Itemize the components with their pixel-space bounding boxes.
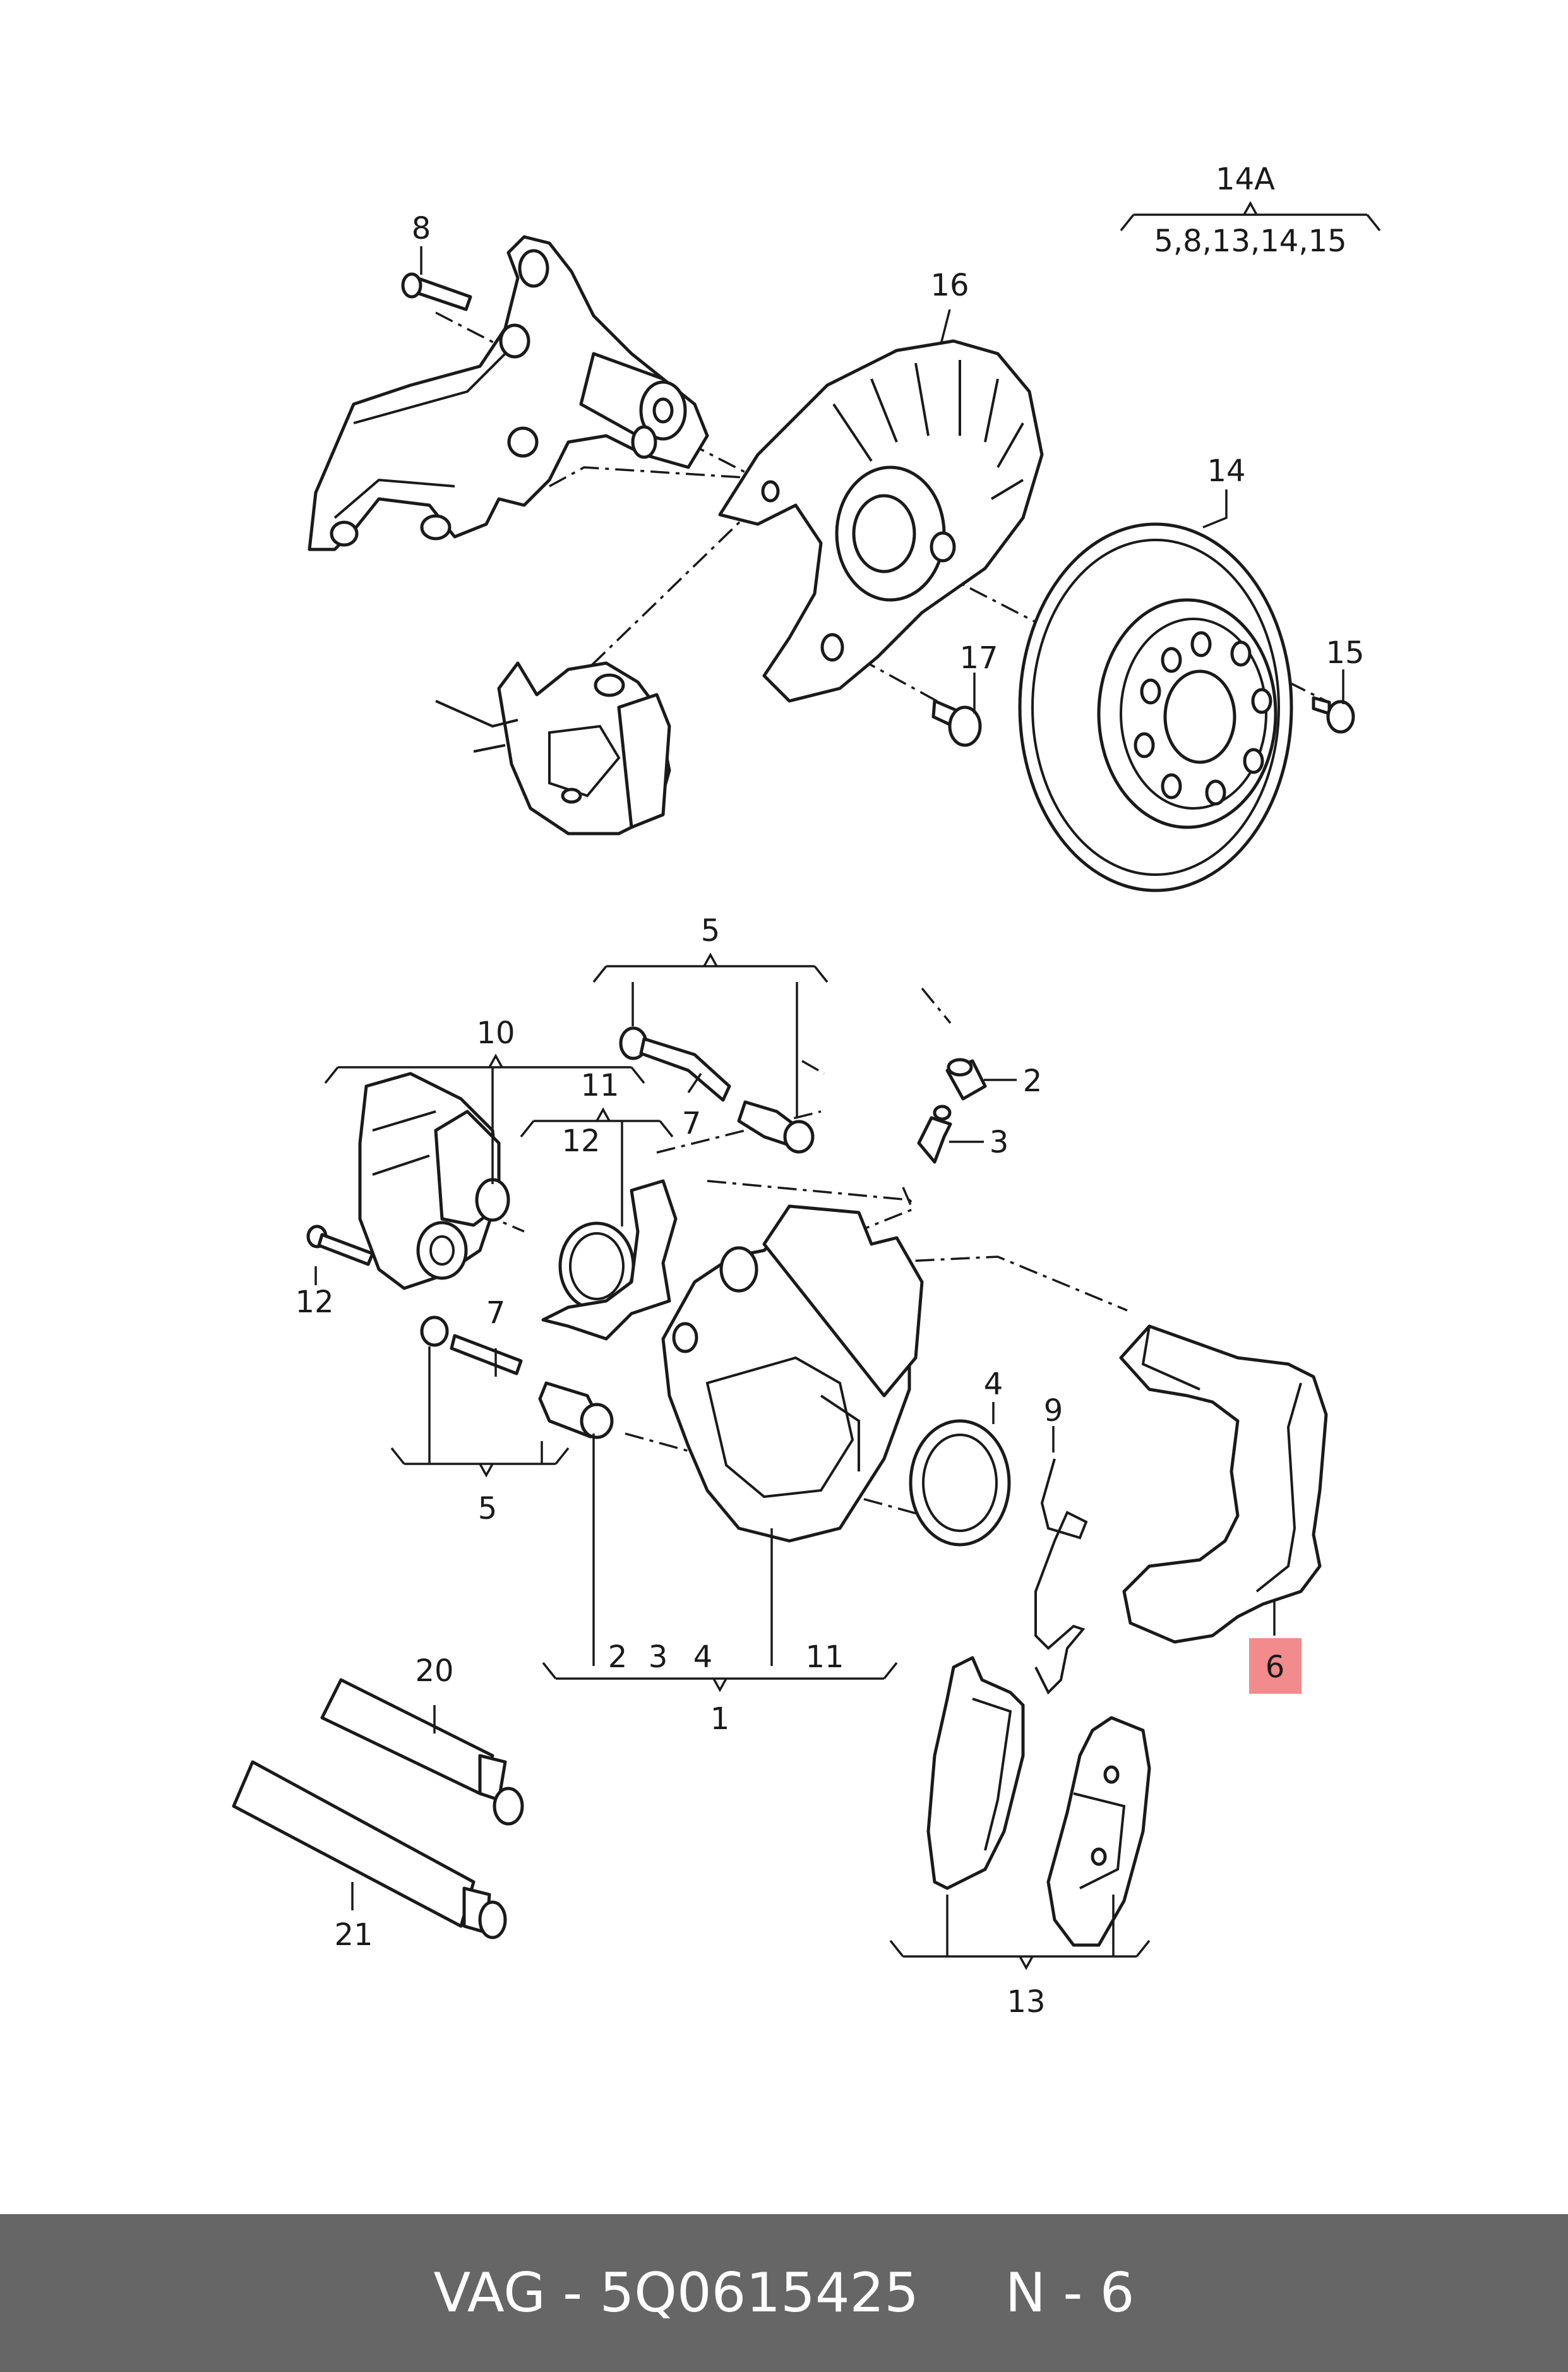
callout-5-bottom: 5 xyxy=(478,1491,498,1526)
callout-labels: 14A 5,8,13,14,15 8 16 14 15 17 5 10 11 1… xyxy=(295,162,1364,2020)
guide-pin-kit-bottom xyxy=(420,1315,614,1439)
callout-21: 21 xyxy=(334,1917,373,1953)
callout-1-sub-11: 11 xyxy=(805,1639,844,1675)
callout-9: 9 xyxy=(1044,1393,1063,1429)
callout-14a-title: 14A xyxy=(1216,162,1275,197)
brand-label: VAG xyxy=(433,2261,546,2325)
anti-rattle-spring-9 xyxy=(1034,1458,1088,1695)
grease-tube-21 xyxy=(232,1760,507,1939)
callout-7-mid: 7 xyxy=(486,1295,506,1331)
callout-12-left: 12 xyxy=(295,1285,333,1320)
bolt-8 xyxy=(401,272,472,311)
wheel-bearing-housing xyxy=(308,235,709,551)
callout-1-sub-4: 4 xyxy=(693,1639,713,1675)
brake-pad-set xyxy=(926,1656,1151,1947)
callout-6-highlight xyxy=(1249,1638,1302,1694)
guide-pin-kit-top xyxy=(619,1026,815,1154)
callout-20: 20 xyxy=(415,1653,453,1689)
callout-13: 13 xyxy=(1007,1984,1045,2020)
callout-1-sub-3: 3 xyxy=(649,1639,668,1675)
callout-10: 10 xyxy=(476,1015,515,1051)
callout-14a-list: 5,8,13,14,15 xyxy=(1154,224,1346,259)
callout-4: 4 xyxy=(984,1367,1003,1402)
leader-lines xyxy=(314,201,1381,1970)
grease-tube-20 xyxy=(320,1678,524,1826)
callout-12-top: 12 xyxy=(561,1123,600,1159)
caliper-assembly-small xyxy=(435,661,671,836)
exploded-brake-diagram: 14A 5,8,13,14,15 8 16 14 15 17 5 10 11 1… xyxy=(232,162,1381,2020)
bleeder-valve-3 xyxy=(917,1105,952,1164)
part-number: 5Q0615425 xyxy=(599,2261,919,2325)
callout-3: 3 xyxy=(990,1125,1009,1160)
callout-2: 2 xyxy=(1023,1063,1043,1099)
dust-cap-2 xyxy=(945,1058,987,1101)
callout-14: 14 xyxy=(1207,453,1245,489)
callout-1-sub-2: 2 xyxy=(608,1639,628,1675)
screw-15 xyxy=(1312,696,1355,734)
part-info-text: VAG - 5Q0615425 N - 6 xyxy=(433,2261,1135,2325)
callout-7-top: 7 xyxy=(682,1106,702,1141)
splash-shield xyxy=(718,339,1044,703)
position-ref: N - 6 xyxy=(1005,2261,1135,2325)
callout-15: 15 xyxy=(1326,635,1364,671)
callout-17: 17 xyxy=(959,640,998,676)
callout-5-top: 5 xyxy=(701,913,721,949)
brake-disc xyxy=(1018,522,1293,892)
callout-8: 8 xyxy=(412,211,431,246)
bolt-17 xyxy=(931,699,982,747)
piston-seal-4 xyxy=(909,1419,1011,1547)
callout-1: 1 xyxy=(710,1701,730,1737)
callout-16: 16 xyxy=(930,268,969,303)
caliper-carrier-6 xyxy=(1119,1324,1328,1644)
callout-6: 6 xyxy=(1266,1650,1285,1685)
brake-caliper-housing xyxy=(541,1179,924,1543)
callout-11-top: 11 xyxy=(580,1068,619,1103)
bolt-12 xyxy=(306,1225,374,1266)
part-info-banner: VAG - 5Q0615425 N - 6 xyxy=(0,2214,1568,2372)
parking-brake-motor xyxy=(358,1072,510,1290)
